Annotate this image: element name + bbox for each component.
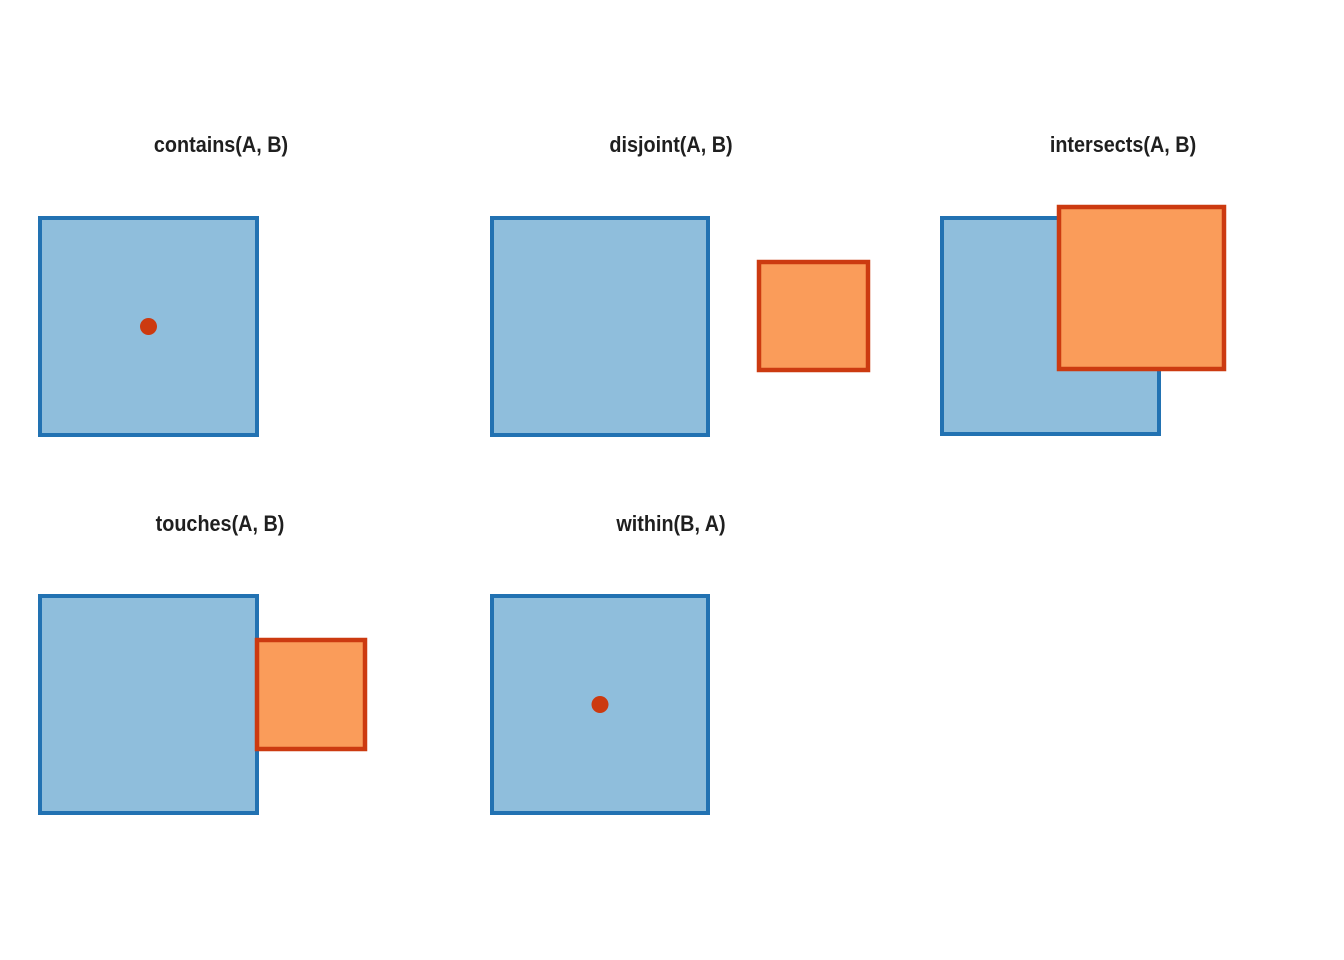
panel-title-within: within(B, A) bbox=[616, 511, 726, 536]
panel-title-contains: contains(A, B) bbox=[153, 132, 289, 157]
panel-title-intersects: intersects(A, B) bbox=[1049, 132, 1197, 157]
point-b bbox=[591, 696, 609, 713]
panel-title-touches: touches(A, B) bbox=[155, 511, 285, 536]
polygon-a bbox=[490, 216, 710, 437]
polygon-a bbox=[38, 594, 259, 815]
panel-title-disjoint: disjoint(A, B) bbox=[609, 132, 733, 157]
polygon-b bbox=[1056, 204, 1227, 372]
point-b bbox=[140, 318, 157, 335]
polygon-b bbox=[756, 259, 871, 373]
polygon-b bbox=[254, 637, 368, 752]
